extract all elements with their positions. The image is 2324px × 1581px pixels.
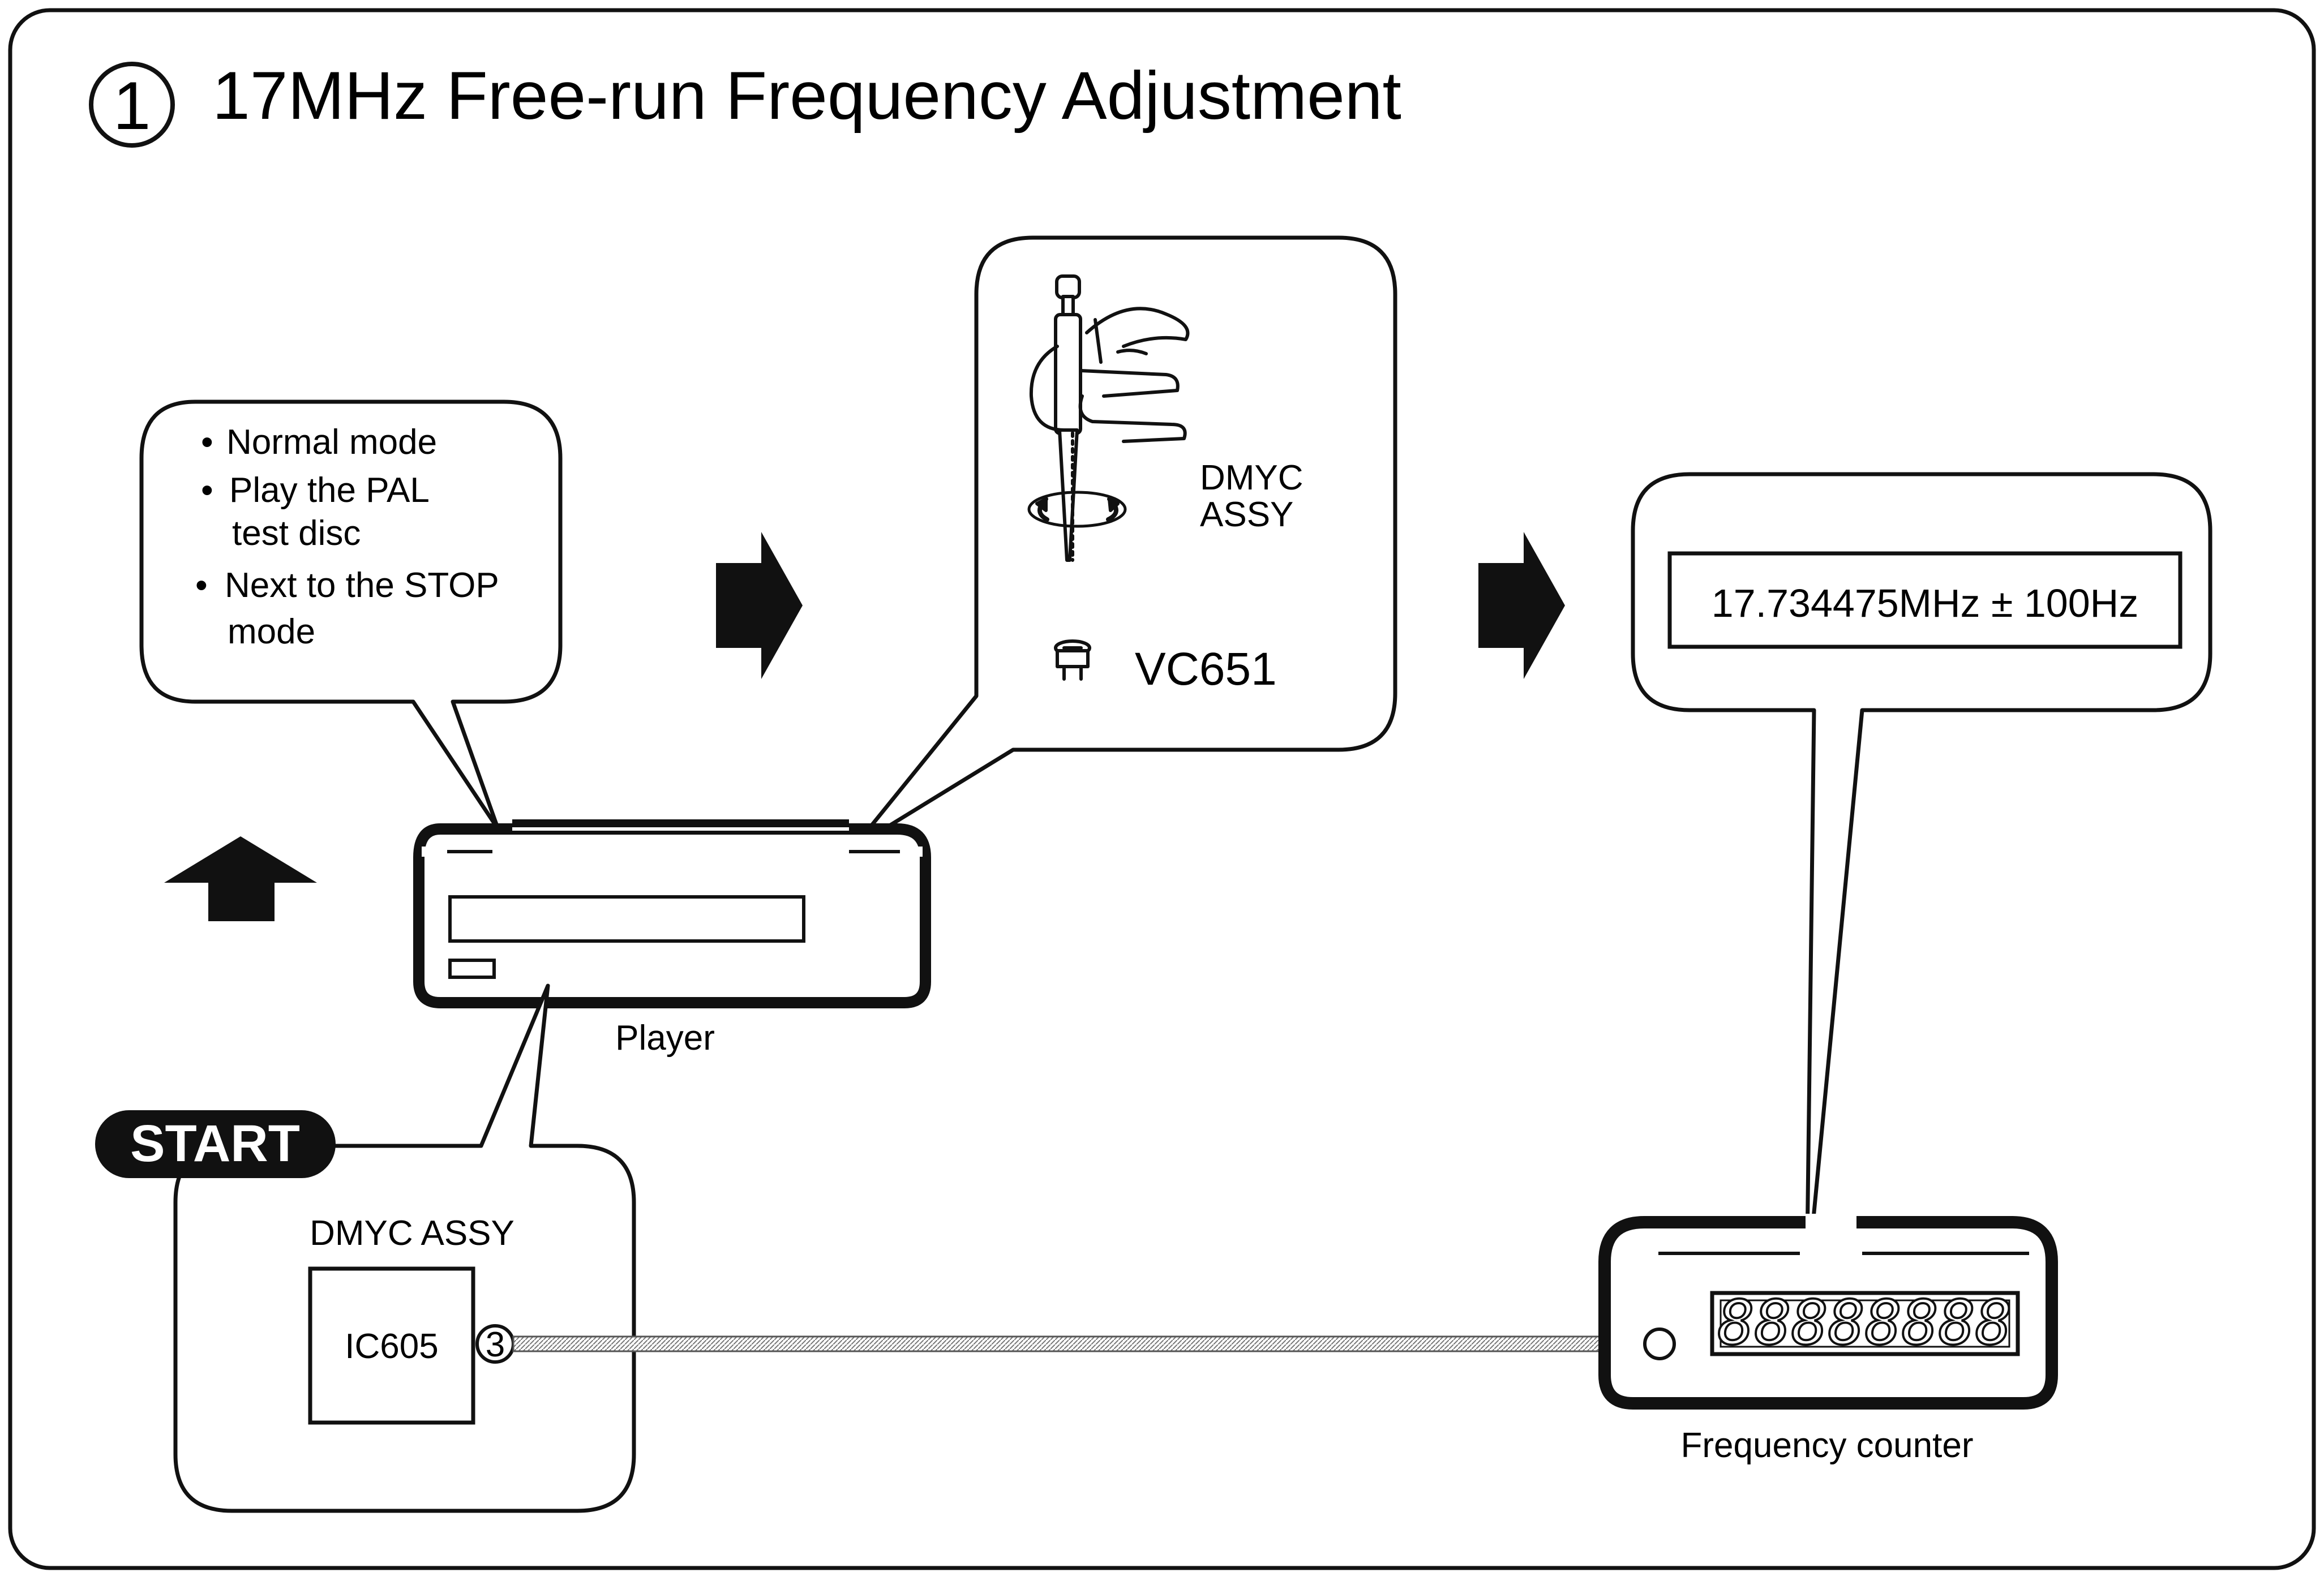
page-title: 1 17MHz Free-run Frequency Adjustment bbox=[89, 58, 1401, 148]
bullet-icon: • bbox=[201, 423, 213, 462]
screwdriver-hand-icon bbox=[1027, 274, 1190, 681]
ic-label: IC605 bbox=[345, 1327, 438, 1366]
counter-display bbox=[1710, 1291, 2020, 1356]
spec-callout: 17.734475MHz ± 100Hz bbox=[1631, 472, 2212, 1291]
adjust-board-name: DMYC bbox=[1200, 458, 1304, 497]
player-device: Player bbox=[413, 819, 931, 1058]
adjustment-bubble-outline bbox=[851, 235, 1397, 850]
bullet-icon: • bbox=[195, 566, 208, 605]
counter-label: Frequency counter bbox=[1681, 1426, 1974, 1465]
conditions-bubble-outline bbox=[139, 399, 563, 831]
condition-line-4: Next to the STOP bbox=[225, 566, 499, 605]
adjustment-callout: DMYC ASSY VC651 bbox=[851, 235, 1397, 850]
frequency-counter-device: 88888888 Frequency counter bbox=[1598, 1214, 2058, 1465]
step-number: 1 bbox=[113, 68, 151, 144]
condition-line-1: Normal mode bbox=[226, 423, 437, 462]
adjust-part-label: VC651 bbox=[1135, 643, 1277, 695]
condition-line-3: test disc bbox=[232, 514, 361, 553]
player-label: Player bbox=[615, 1019, 715, 1058]
arrow-right-icon bbox=[716, 532, 803, 679]
disc-tray bbox=[448, 895, 805, 943]
pin-number: 3 bbox=[486, 1325, 505, 1364]
condition-line-2: Play the PAL bbox=[229, 471, 430, 510]
arrow-right-icon bbox=[1478, 532, 1565, 679]
counter-digits: 88888888 bbox=[1718, 1288, 2012, 1359]
ic-chip bbox=[308, 1266, 475, 1425]
start-board-name: DMYC ASSY bbox=[310, 1214, 514, 1253]
adjust-board-name-2: ASSY bbox=[1200, 495, 1293, 534]
spec-readout-box bbox=[1667, 551, 2182, 649]
start-badge-label: START bbox=[130, 1115, 300, 1172]
counter-input-jack bbox=[1643, 1327, 1676, 1360]
spec-bubble-outline bbox=[1631, 472, 2212, 1291]
start-callout: START DMYC ASSY IC605 3 bbox=[95, 983, 636, 1513]
conditions-callout: • Normal mode • Play the PAL test disc •… bbox=[139, 399, 563, 831]
spec-value: 17.734475MHz ± 100Hz bbox=[1712, 581, 2138, 625]
title-text: 17MHz Free-run Frequency Adjustment bbox=[212, 58, 1401, 134]
bullet-icon: • bbox=[201, 471, 213, 510]
step-number-circle bbox=[89, 62, 175, 148]
probe-cable bbox=[512, 1335, 1648, 1352]
start-badge bbox=[95, 1110, 336, 1178]
arrow-up-icon bbox=[164, 836, 317, 921]
player-button bbox=[448, 959, 496, 979]
start-bubble-outline bbox=[173, 983, 636, 1513]
condition-line-5: mode bbox=[228, 612, 315, 651]
